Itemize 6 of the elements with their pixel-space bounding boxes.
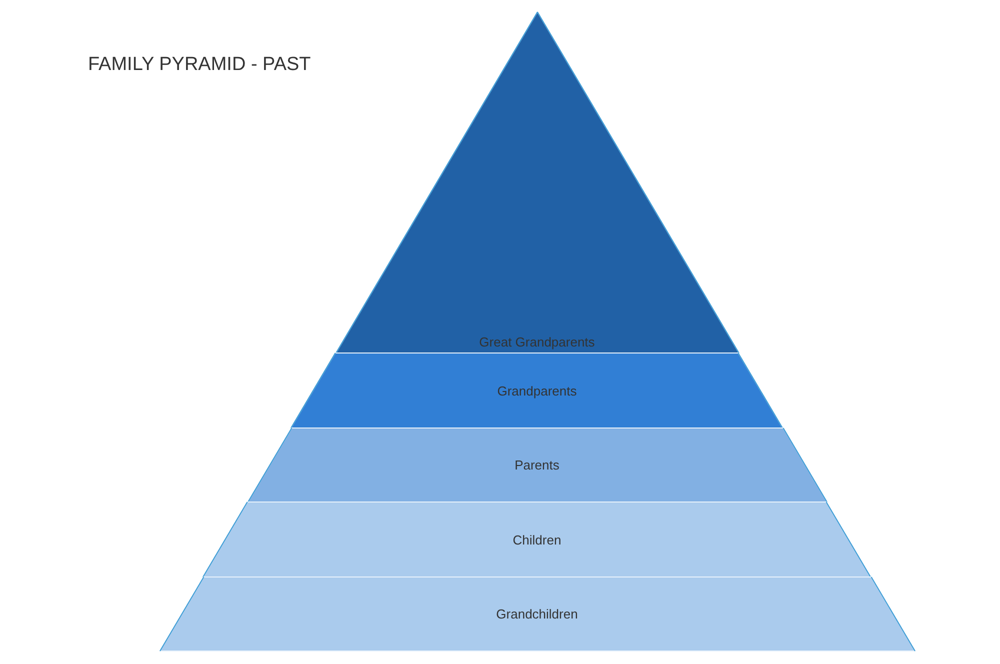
band-label: Parents	[514, 458, 560, 472]
band-label: Great Grandparents	[479, 334, 595, 350]
band-label: Children	[512, 532, 562, 547]
band-label: Grandparents	[497, 383, 577, 398]
chart-title: FAMILY PYRAMID - PAST	[88, 54, 311, 76]
band-label: Grandchildren	[496, 606, 578, 622]
